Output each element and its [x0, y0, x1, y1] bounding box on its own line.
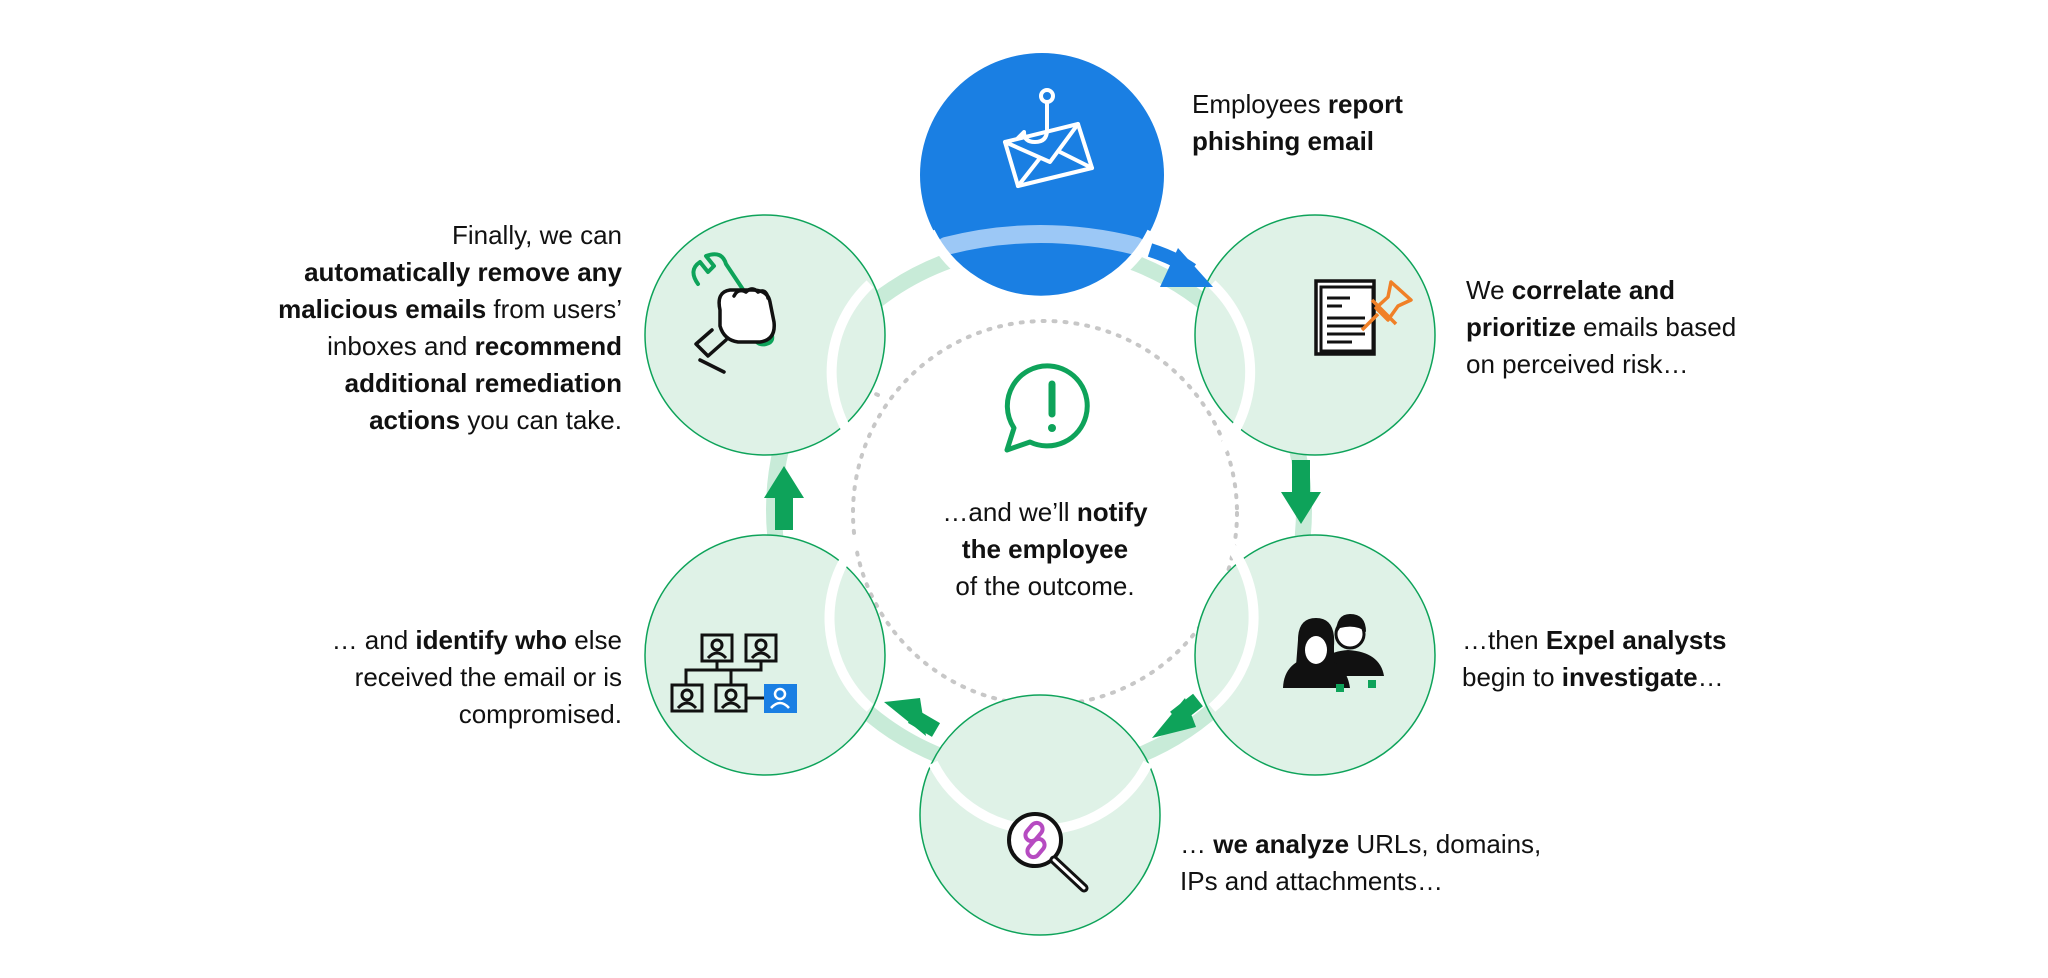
caption-bold-text: investigate	[1561, 662, 1698, 692]
highlighted-user-icon	[764, 684, 797, 713]
arrow-analyze-to-identify	[884, 698, 941, 737]
caption-text: URLs, domains,	[1349, 829, 1542, 859]
caption-line: compromised.	[332, 696, 622, 733]
caption-text: … and	[331, 625, 416, 655]
caption-bold-text: prioritize	[1466, 312, 1576, 342]
caption-bold-text: Expel analysts	[1545, 625, 1727, 655]
caption-bold-text: we analyze	[1213, 829, 1350, 859]
caption-line: additional remediation	[278, 365, 622, 402]
caption-bold-text: report	[1327, 89, 1403, 119]
caption-bold-text: actions	[369, 405, 461, 435]
caption-line: the employee	[895, 531, 1195, 568]
caption-line: …then Expel analysts	[1462, 622, 1726, 659]
analysts-icon	[1283, 614, 1384, 692]
arrow-identify-to-remediate	[764, 466, 804, 530]
caption-text: IPs and attachments…	[1180, 866, 1444, 896]
caption-text: else	[567, 625, 622, 655]
wrench-fist-icon	[691, 252, 776, 374]
caption-line: of the outcome.	[895, 568, 1195, 605]
caption-line: Finally, we can	[278, 217, 622, 254]
caption-line: … and identify who else	[332, 622, 622, 659]
caption-line: prioritize emails based	[1466, 309, 1736, 346]
report-ring-segment	[937, 225, 1145, 255]
caption-bold-text: recommend	[474, 331, 622, 361]
caption-text: …	[1180, 829, 1214, 859]
caption-bold-text: malicious emails	[278, 294, 487, 324]
caption-analyze: … we analyze URLs, domains,IPs and attac…	[1180, 826, 1541, 900]
caption-line: Employees report	[1192, 86, 1403, 123]
caption-text: compromised.	[458, 699, 622, 729]
arrow-correlate-to-investigate	[1281, 460, 1321, 524]
caption-text: you can take.	[460, 405, 622, 435]
caption-line: IPs and attachments…	[1180, 863, 1541, 900]
arrow-report-to-correlate	[1147, 243, 1213, 287]
document-pin-icon	[1314, 279, 1413, 356]
caption-bold-text: correlate and	[1511, 275, 1676, 305]
caption-text: Finally, we can	[451, 220, 622, 250]
alert-bubble-icon	[1004, 363, 1090, 453]
caption-line: received the email or is	[332, 659, 622, 696]
caption-bold-text: identify who	[415, 625, 568, 655]
caption-line: We correlate and	[1466, 272, 1736, 309]
caption-remediate: Finally, we can automatically remove any m…	[278, 217, 622, 439]
caption-text: …	[1697, 662, 1724, 692]
caption-text: emails based	[1575, 312, 1737, 342]
magnifier-link-icon	[1007, 812, 1089, 893]
caption-bold-text: the employee	[961, 534, 1129, 564]
caption-line: automatically remove any	[278, 254, 622, 291]
caption-text: received the email or is	[354, 662, 622, 692]
caption-text: Employees	[1192, 89, 1328, 119]
caption-bold-text: phishing email	[1192, 126, 1375, 156]
caption-text: …and we’ll	[942, 497, 1077, 527]
org-chart-icon	[670, 633, 778, 713]
caption-text: of the outcome.	[955, 571, 1135, 601]
caption-text: on perceived risk…	[1466, 349, 1689, 379]
caption-bold-text: notify	[1076, 497, 1148, 527]
arrow-investigate-to-analyze	[1152, 693, 1203, 738]
caption-text: from users’	[486, 294, 622, 324]
phishing-email-icon	[1003, 88, 1094, 188]
caption-line: malicious emails from users’	[278, 291, 622, 328]
caption-text: …then	[1462, 625, 1546, 655]
caption-text: begin to	[1462, 662, 1562, 692]
caption-line: on perceived risk…	[1466, 346, 1736, 383]
caption-line: begin to investigate…	[1462, 659, 1726, 696]
caption-text: inboxes and	[327, 331, 475, 361]
caption-line: actions you can take.	[278, 402, 622, 439]
caption-line: … we analyze URLs, domains,	[1180, 826, 1541, 863]
caption-bold-text: automatically remove any	[304, 257, 622, 287]
caption-line: inboxes and recommend	[278, 328, 622, 365]
caption-line: …and we’ll notify	[895, 494, 1195, 531]
caption-line: phishing email	[1192, 123, 1403, 160]
caption-bold-text: additional remediation	[344, 368, 622, 398]
dotted-inner-circle	[851, 319, 1239, 707]
caption-text: We	[1466, 275, 1512, 305]
